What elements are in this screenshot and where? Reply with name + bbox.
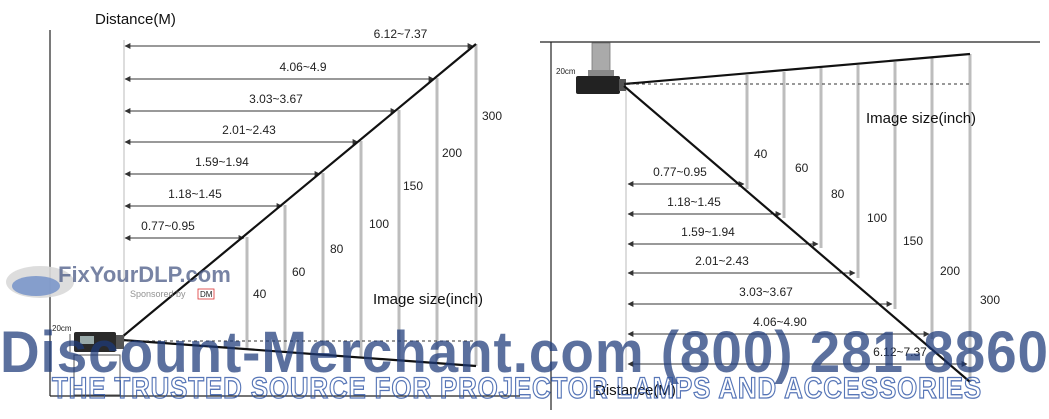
left-distance-arrows: 6.12~7.37 4.06~4.9 3.03~3.67 2.01~2.43 1.59~… <box>124 27 474 241</box>
watermark-sponsor-logo-box <box>197 288 215 300</box>
right-size-label: 300 <box>980 293 1000 307</box>
left-beam-top <box>121 43 477 338</box>
left-distance-label: 6.12~7.37 <box>374 27 428 41</box>
right-size-label: 200 <box>940 264 960 278</box>
right-image-size-label: Image size(inch) <box>866 110 976 127</box>
watermark: FixYourDLP.com Sponsored by DM Discount-… <box>0 262 1049 406</box>
left-distance-label: 0.77~0.95 <box>141 219 195 233</box>
left-diagram: Distance(M) 300 200 150 100 80 60 40 6.12~7.37… <box>49 11 520 397</box>
right-beam-bottom <box>623 85 971 383</box>
left-size-label: 60 <box>292 265 306 279</box>
right-diagram: 40 60 80 100 150 200 300 0.77~0.95 1.18~1.45 1.5… <box>540 41 1040 410</box>
right-size-label: 80 <box>831 187 845 201</box>
left-screens: 300 200 150 100 80 60 40 <box>245 44 502 366</box>
left-size-label: 100 <box>369 217 389 231</box>
right-distance-arrows: 0.77~0.95 1.18~1.45 1.59~1.94 2.01~2.43 3.03… <box>627 165 968 367</box>
left-size-label: 300 <box>482 109 502 123</box>
right-size-label: 100 <box>867 211 887 225</box>
left-beam-bottom <box>121 338 477 368</box>
right-size-label: 40 <box>754 147 768 161</box>
right-distance-label: Distance(M) <box>595 382 676 399</box>
right-screens: 40 60 80 100 150 200 300 <box>745 54 1000 382</box>
right-distance-label: 2.01~2.43 <box>695 254 749 268</box>
right-offset-label: 20cm <box>556 67 576 76</box>
right-distance-label: 1.59~1.94 <box>681 225 735 239</box>
left-projector-icon <box>74 332 124 352</box>
left-image-size-label: Image size(inch) <box>373 291 483 308</box>
right-size-label: 150 <box>903 234 923 248</box>
watermark-store: Discount-Merchant.com (800) 281-8860 <box>0 320 1049 385</box>
right-beam-top <box>623 52 971 86</box>
right-size-label: 60 <box>795 161 809 175</box>
left-distance-label: 3.03~3.67 <box>249 92 303 106</box>
left-projector-table <box>73 354 121 396</box>
left-size-label: 80 <box>330 242 344 256</box>
left-size-label: 40 <box>253 287 267 301</box>
right-ceiling-mount-icon <box>588 42 614 76</box>
watermark-sponsor-logo: DM <box>200 290 213 299</box>
right-distance-label: 0.77~0.95 <box>653 165 707 179</box>
left-distance-label: 2.01~2.43 <box>222 123 276 137</box>
left-distance-label: Distance(M) <box>95 11 176 28</box>
left-size-label: 200 <box>442 146 462 160</box>
right-distance-label: 1.18~1.45 <box>667 195 721 209</box>
right-projector-icon <box>576 76 626 94</box>
left-distance-label: 1.59~1.94 <box>195 155 249 169</box>
fixyourdlp-logo-icon <box>6 266 74 298</box>
watermark-tagline: THE TRUSTED SOURCE FOR PROJECTOR LAMPS A… <box>52 372 982 405</box>
watermark-sponsor: Sponsored by <box>130 289 186 299</box>
watermark-brand: FixYourDLP.com <box>58 262 231 287</box>
right-distance-label: 3.03~3.67 <box>739 285 793 299</box>
right-distance-label: 4.06~4.90 <box>753 315 807 329</box>
left-distance-label: 1.18~1.45 <box>168 187 222 201</box>
left-offset-label: 20cm <box>52 324 72 333</box>
left-size-label: 150 <box>403 179 423 193</box>
left-distance-label: 4.06~4.9 <box>279 60 326 74</box>
right-distance-label: 6.12~7.37 <box>873 345 927 359</box>
